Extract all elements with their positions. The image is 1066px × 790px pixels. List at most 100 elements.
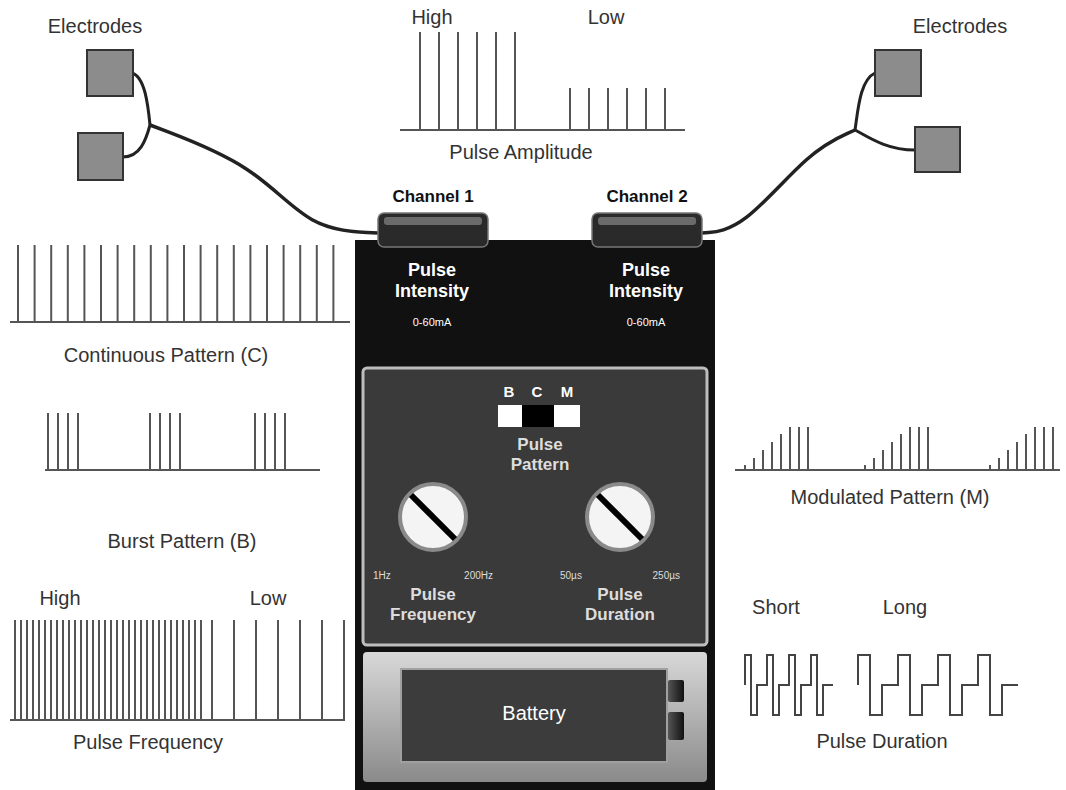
- pulse-line: [299, 620, 301, 720]
- electrode-lead: [150, 125, 378, 233]
- electrode-wire: [855, 130, 915, 150]
- battery-compartment: [363, 652, 707, 782]
- node-text: Battery: [400, 702, 668, 725]
- pulse-line: [873, 458, 875, 470]
- caption-label: Short: [752, 596, 800, 619]
- pulse-line: [133, 245, 135, 322]
- battery-terminal: [668, 680, 684, 702]
- knob: [587, 484, 653, 550]
- pulse-line: [1043, 427, 1045, 470]
- pulse-line: [67, 413, 69, 470]
- pulse-line: [150, 245, 152, 322]
- caption-label: Modulated Pattern (M): [791, 486, 990, 509]
- pulse-line: [332, 245, 334, 322]
- electrode-wire: [855, 73, 875, 130]
- caption-label: Burst Pattern (B): [108, 530, 257, 553]
- baseline: [10, 321, 350, 323]
- pulse-line: [57, 413, 59, 470]
- pulse-line: [117, 245, 119, 322]
- pulse-line: [891, 442, 893, 470]
- pulse-line: [249, 245, 251, 322]
- electrode-pad: [87, 50, 133, 96]
- pulse-line: [122, 620, 124, 720]
- pulse-line: [166, 245, 168, 322]
- caption-label: Continuous Pattern (C): [64, 344, 269, 367]
- node-text: Electrodes: [40, 15, 150, 38]
- pulse-line: [20, 620, 22, 720]
- pulse-line: [211, 620, 213, 720]
- node-text: Pulse Duration: [565, 585, 675, 624]
- pulse-line: [316, 245, 318, 322]
- pulse-line: [128, 620, 130, 720]
- electrode-pad: [875, 50, 921, 96]
- pulse-line: [588, 88, 590, 130]
- waveforms: [10, 32, 1060, 720]
- knob-pointer: [411, 495, 455, 539]
- pulse-line: [807, 427, 809, 470]
- pulse-line: [254, 413, 256, 470]
- battery-terminal: [668, 712, 684, 740]
- caption-label: Pulse Duration: [816, 730, 947, 753]
- pulse-line: [74, 620, 76, 720]
- pulse-line: [283, 245, 285, 322]
- pulse-line: [419, 32, 421, 130]
- pulse-line: [744, 465, 746, 470]
- pulse-line: [183, 245, 185, 322]
- node-text: Pulse Frequency: [378, 585, 488, 624]
- pulse-line: [1052, 427, 1054, 470]
- pulse-line: [864, 465, 866, 470]
- caption-label: High: [411, 6, 452, 29]
- frequency-knob: 1Hz200HzPulse Frequency: [373, 480, 493, 635]
- pulse-line: [86, 620, 88, 720]
- pulse-line: [798, 427, 800, 470]
- duration-wave: [745, 655, 833, 715]
- electrode-pair: Electrodes: [40, 15, 150, 190]
- pulse-line: [514, 32, 516, 130]
- node-text: B: [498, 383, 520, 400]
- pulse-line: [645, 88, 647, 130]
- duration-knob: 50µs250µsPulse Duration: [560, 480, 680, 635]
- pulse-line: [77, 413, 79, 470]
- pulse-line: [110, 620, 112, 720]
- device-body: [355, 240, 715, 790]
- jack-highlight: [598, 217, 696, 225]
- electrode-pad: [78, 133, 123, 180]
- electrode-wire: [123, 125, 150, 157]
- pulse-line: [38, 620, 40, 720]
- pulse-line: [457, 32, 459, 130]
- pulse-line: [17, 245, 19, 322]
- pulse-line: [274, 413, 276, 470]
- pulse-line: [900, 434, 902, 470]
- pattern-switch: BCMPulse Pattern: [480, 383, 600, 488]
- caption-label: Low: [250, 587, 287, 610]
- pulse-line: [909, 427, 911, 470]
- pulse-line: [882, 450, 884, 470]
- pulse-line: [170, 620, 172, 720]
- caption-label: Pulse Intensity: [591, 260, 701, 301]
- pulse-line: [34, 245, 36, 322]
- pulse-line: [80, 620, 82, 720]
- pulse-line: [255, 620, 257, 720]
- pulse-line: [50, 245, 52, 322]
- pulse-line: [233, 245, 235, 322]
- pulse-line: [158, 620, 160, 720]
- pulse-line: [14, 620, 16, 720]
- pulse-line: [62, 620, 64, 720]
- pulse-line: [83, 245, 85, 322]
- pulse-line: [159, 413, 161, 470]
- node-text: Pulse Pattern: [490, 435, 590, 474]
- caption-label: Pulse Amplitude: [449, 141, 592, 164]
- pulse-line: [104, 620, 106, 720]
- pulse-line: [264, 413, 266, 470]
- caption-label: Low: [588, 6, 625, 29]
- pulse-line: [569, 88, 571, 130]
- pulse-line: [771, 442, 773, 470]
- pulse-line: [762, 450, 764, 470]
- node-text: 50µs: [560, 570, 600, 582]
- pulse-line: [664, 88, 666, 130]
- pulse-line: [266, 245, 268, 322]
- switch-segment: [554, 405, 580, 427]
- pulse-line: [277, 620, 279, 720]
- channel-jack: Channel 2: [592, 185, 702, 247]
